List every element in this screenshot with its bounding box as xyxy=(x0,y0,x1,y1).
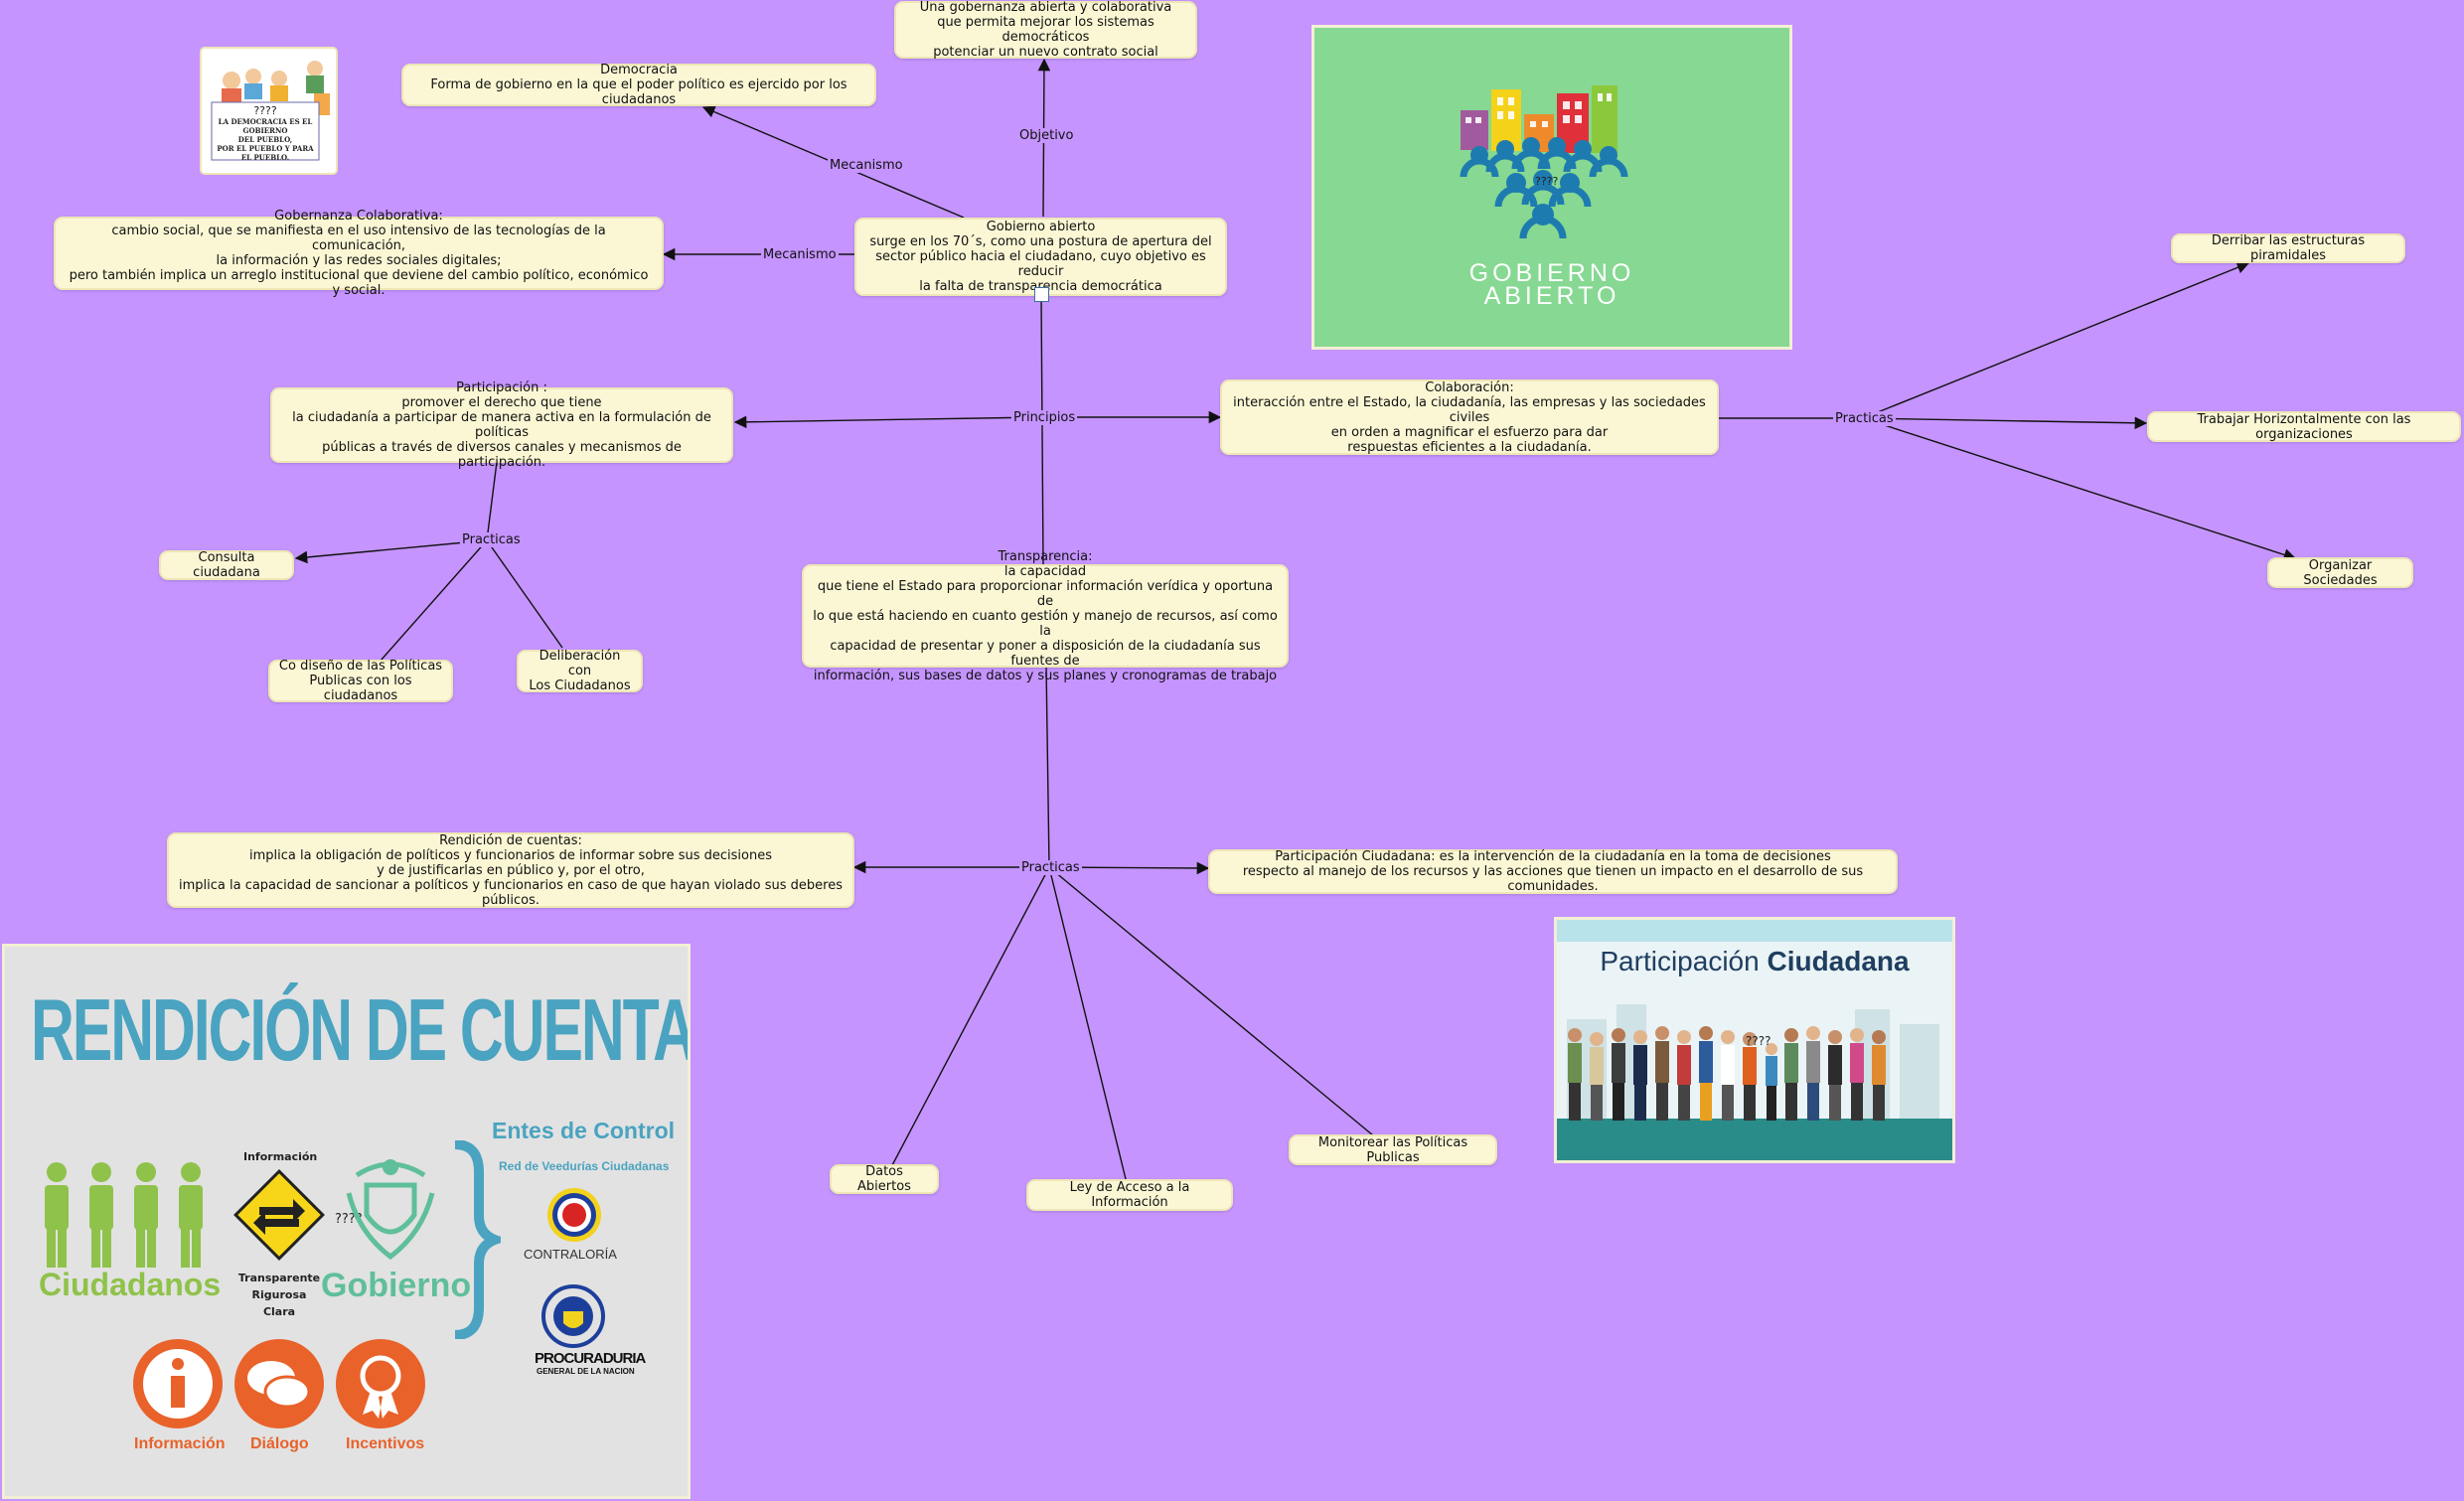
link-label-mecanismo-gobernanza: Mecanismo xyxy=(761,247,839,262)
node-participacion-ciudadana[interactable]: Participación Ciudadana: es la intervenc… xyxy=(1208,849,1898,894)
link-practicas-monitorear xyxy=(1049,867,1373,1135)
link-practicas-codiseno xyxy=(381,540,487,661)
node-gobierno-abierto[interactable]: Gobierno abierto surge en los 70´s, como… xyxy=(854,218,1227,296)
ciudadanos-icon xyxy=(35,1160,219,1270)
democracia-card-line-3: POR EL PUEBLO Y PARA EL PUEBLO. xyxy=(212,144,319,162)
image-participacion-ciudadana-banner[interactable]: Participación Ciudadana ???? xyxy=(1554,917,1955,1163)
link-practicas-deliberacion xyxy=(487,540,562,648)
node-rendicion-de-cuentas[interactable]: Rendición de cuentas: implica la obligac… xyxy=(167,832,854,908)
banner-unknown: ???? xyxy=(1746,1034,1771,1048)
node-gobernanza-colaborativa[interactable]: Gobernanza Colaborativa: cambio social, … xyxy=(54,217,664,290)
image-rendicion-de-cuentas-poster[interactable]: RENDICIÓN DE CUENTAS Ciudadanos Informac… xyxy=(2,944,691,1499)
link-principios-trunk xyxy=(1041,296,1043,566)
link-practicas-derribar xyxy=(1863,263,2248,418)
node-participacion[interactable]: Participación : promover el derecho que … xyxy=(270,387,733,463)
procuraduria-seal-icon xyxy=(539,1281,608,1351)
banner-title-plain: Participación xyxy=(1600,946,1759,976)
poster-title: RENDICIÓN DE CUENTAS xyxy=(31,980,691,1080)
node-colaboracion[interactable]: Colaboración: interacción entre el Estad… xyxy=(1220,379,1719,455)
link-practicas-consulta xyxy=(296,540,487,558)
node-democracia[interactable]: Democracia Forma de gobierno en la que e… xyxy=(401,64,876,106)
poster-entes-de-control: Entes de Control xyxy=(492,1118,675,1144)
gobierno-logo-line-2: ABIERTO xyxy=(1314,282,1789,311)
image-democracia-card[interactable]: ???? LA DEMOCRACIA ES EL GOBIERNO DEL PU… xyxy=(200,47,338,175)
node-transparencia[interactable]: Transparencia: la capacidad que tiene el… xyxy=(802,564,1289,668)
node-organizar-sociedades[interactable]: Organizar Sociedades xyxy=(2267,557,2413,588)
poster-contraloria: CONTRALORÍA xyxy=(524,1247,617,1262)
node-objetivo[interactable]: Una gobernanza abierta y colaborativa qu… xyxy=(894,1,1197,59)
link-practicas-datos xyxy=(891,867,1049,1167)
poster-clara: Clara xyxy=(236,1303,322,1320)
gobierno-logo-unknown: ???? xyxy=(1535,175,1558,188)
image-gobierno-abierto-logo[interactable]: ???? GOBIERNO ABIERTO xyxy=(1311,25,1792,350)
link-label-practicas-transparencia: Practicas xyxy=(1019,860,1082,875)
poster-icon-incentivos: Incentivos xyxy=(346,1435,424,1453)
node-codiseno[interactable]: Co diseño de las Políticas Publicas con … xyxy=(268,660,453,702)
coat-of-arms-icon xyxy=(345,1155,436,1265)
democracia-card-line-1: LA DEMOCRACIA ES EL GOBIERNO xyxy=(212,117,319,135)
node-monitorear[interactable]: Monitorear las Políticas Publicas xyxy=(1289,1134,1497,1165)
link-principios-participacion xyxy=(735,417,1041,422)
poster-icon-dialogo: Diálogo xyxy=(250,1435,309,1453)
link-label-mecanismo-democracia: Mecanismo xyxy=(828,158,905,173)
node-ley-acceso[interactable]: Ley de Acceso a la Información xyxy=(1026,1179,1233,1211)
poster-informacion-top: Información xyxy=(243,1150,317,1163)
node-derribar[interactable]: Derribar las estructuras piramidales xyxy=(2171,233,2405,263)
incentivos-icon xyxy=(333,1336,428,1431)
poster-procuraduria-sub: GENERAL DE LA NACION xyxy=(537,1367,635,1376)
banner-title-bold: Ciudadana xyxy=(1767,946,1909,976)
node-trabajar-horizontalmente[interactable]: Trabajar Horizontalmente con las organiz… xyxy=(2147,411,2461,442)
poster-procuraduria: PROCURADURIA xyxy=(535,1350,645,1367)
link-transparencia-practicas xyxy=(1046,666,1049,867)
democracia-card-line-2: DEL PUEBLO, xyxy=(212,135,319,144)
informacion-icon xyxy=(130,1336,226,1431)
link-label-practicas-participacion: Practicas xyxy=(460,532,523,547)
link-label-practicas-colaboracion: Practicas xyxy=(1833,411,1896,426)
poster-ciudadanos: Ciudadanos xyxy=(39,1267,221,1303)
crowd-illustration xyxy=(1557,999,1952,1160)
link-practicas-ley xyxy=(1049,867,1126,1179)
node-deliberacion[interactable]: Deliberación con Los Ciudadanos xyxy=(517,650,643,692)
attachment-icon[interactable] xyxy=(1034,287,1049,302)
link-label-principios: Principios xyxy=(1011,410,1077,425)
poster-icon-informacion: Información xyxy=(134,1435,226,1453)
link-practicas-trabajar xyxy=(1863,418,2146,423)
link-label-objetivo: Objetivo xyxy=(1017,128,1075,143)
poster-red-veedurias: Red de Veedurías Ciudadanas xyxy=(499,1159,669,1173)
contraloria-logo-icon xyxy=(544,1185,604,1245)
node-datos-abiertos[interactable]: Datos Abiertos xyxy=(830,1164,939,1194)
transparency-sign-icon xyxy=(231,1167,327,1263)
poster-rigurosa: Rigurosa xyxy=(236,1286,322,1303)
poster-transparente: Transparente xyxy=(236,1270,322,1286)
node-consulta-ciudadana[interactable]: Consulta ciudadana xyxy=(159,550,294,580)
brace-icon xyxy=(449,1140,501,1339)
democracia-card-unknown: ???? xyxy=(212,105,319,117)
link-participacion-practicas xyxy=(487,462,497,540)
dialogo-icon xyxy=(231,1336,327,1431)
